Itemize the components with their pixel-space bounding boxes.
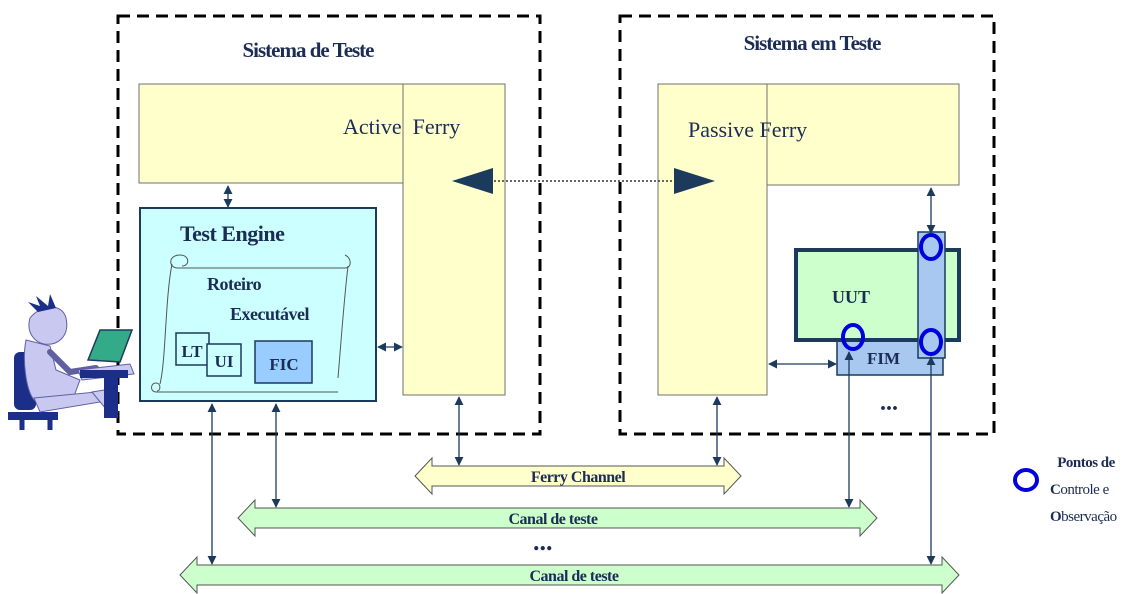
passive-ferry-label: Passive Ferry (688, 117, 807, 142)
legend-line-1: Pontos de (1057, 455, 1115, 471)
legend-line-2: Controle e (1050, 482, 1110, 498)
legend-line-3-rest: bservação (1061, 509, 1116, 525)
system-under-test-title: Sistema em Teste (744, 31, 881, 55)
control-point-fim-right (919, 328, 943, 356)
test-engine-title: Test Engine (180, 221, 285, 246)
system-under-test-boundary (618, 14, 996, 436)
legend-point-icon (1013, 468, 1039, 492)
test-channel-bar-1 (237, 498, 878, 538)
test-system-title: Sistema de Teste (243, 38, 375, 62)
channels-ellipsis: ... (533, 527, 553, 556)
fim-label: FIM (867, 349, 900, 368)
tester-person-icon (8, 294, 135, 430)
control-point-top (919, 233, 943, 261)
ferry-link-right-arrowhead (674, 168, 715, 194)
script-scroll (151, 254, 351, 393)
legend-line-3-initial: O (1050, 509, 1061, 525)
test-channel-bar-2 (179, 555, 960, 594)
control-point-fim-left (841, 323, 865, 351)
lt-box (175, 332, 210, 366)
lt-label: LT (181, 342, 203, 361)
legend-line-2-initial: C (1050, 482, 1060, 498)
ferry-channel-label: Ferry Channel (531, 469, 626, 486)
fic-label: FIC (269, 355, 298, 374)
script-line-2: Executável (230, 304, 309, 324)
fim-ellipsis: ... (880, 390, 898, 416)
test-channel-label-1: Canal de teste (509, 511, 598, 528)
uut-label: UUT (832, 287, 870, 307)
fic-box (254, 340, 313, 384)
active-ferry-block (138, 83, 506, 396)
legend-line-2-rest: ontrole e (1060, 482, 1109, 498)
test-channel-label-2: Canal de teste (530, 568, 619, 585)
script-line-1: Roteiro (207, 274, 262, 294)
ferry-channel-bar (414, 456, 742, 496)
ferry-link-left-arrowhead (452, 168, 493, 194)
ui-label: UI (215, 352, 234, 371)
legend-line-3: Observação (1050, 509, 1117, 525)
active-ferry-label: Active Ferry (343, 114, 460, 139)
test-system-boundary (116, 14, 542, 436)
ui-box (206, 343, 242, 377)
